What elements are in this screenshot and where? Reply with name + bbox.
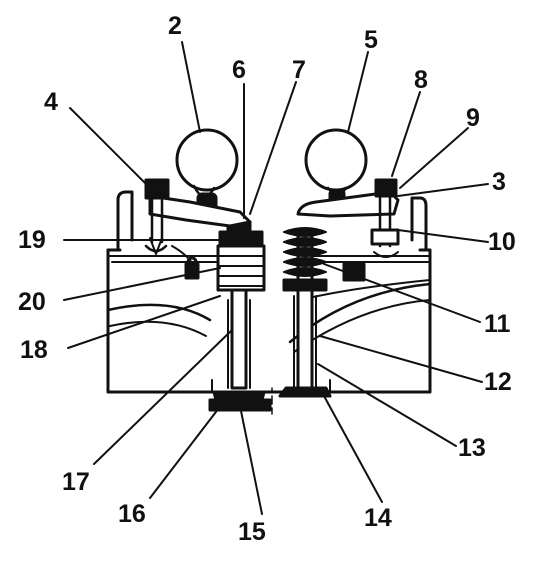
right-valve-assembly (278, 227, 332, 398)
callout-14: 14 (364, 504, 392, 532)
callout-16: 16 (118, 500, 146, 528)
callout-10: 10 (488, 228, 516, 256)
callout-13: 13 (458, 434, 486, 462)
callout-9: 9 (466, 104, 480, 132)
leader-lines (63, 41, 489, 515)
callout-18: 18 (20, 336, 48, 364)
right-cam-and-rocker (296, 128, 400, 258)
callout-15: 15 (238, 518, 266, 546)
callout-3: 3 (492, 168, 506, 196)
callout-19: 19 (18, 226, 46, 254)
left-valve-assembly (208, 220, 272, 412)
callout-12: 12 (484, 368, 512, 396)
callout-7: 7 (292, 56, 306, 84)
callout-5: 5 (364, 26, 378, 54)
callout-17: 17 (62, 468, 90, 496)
callout-20: 20 (18, 288, 46, 316)
callout-8: 8 (414, 66, 428, 94)
left-cam-and-rocker (144, 128, 252, 271)
callout-4: 4 (44, 88, 58, 116)
callout-2: 2 (168, 12, 182, 40)
cylinder-head-casting (106, 190, 432, 415)
callout-6: 6 (232, 56, 246, 84)
callout-11: 11 (484, 310, 511, 338)
